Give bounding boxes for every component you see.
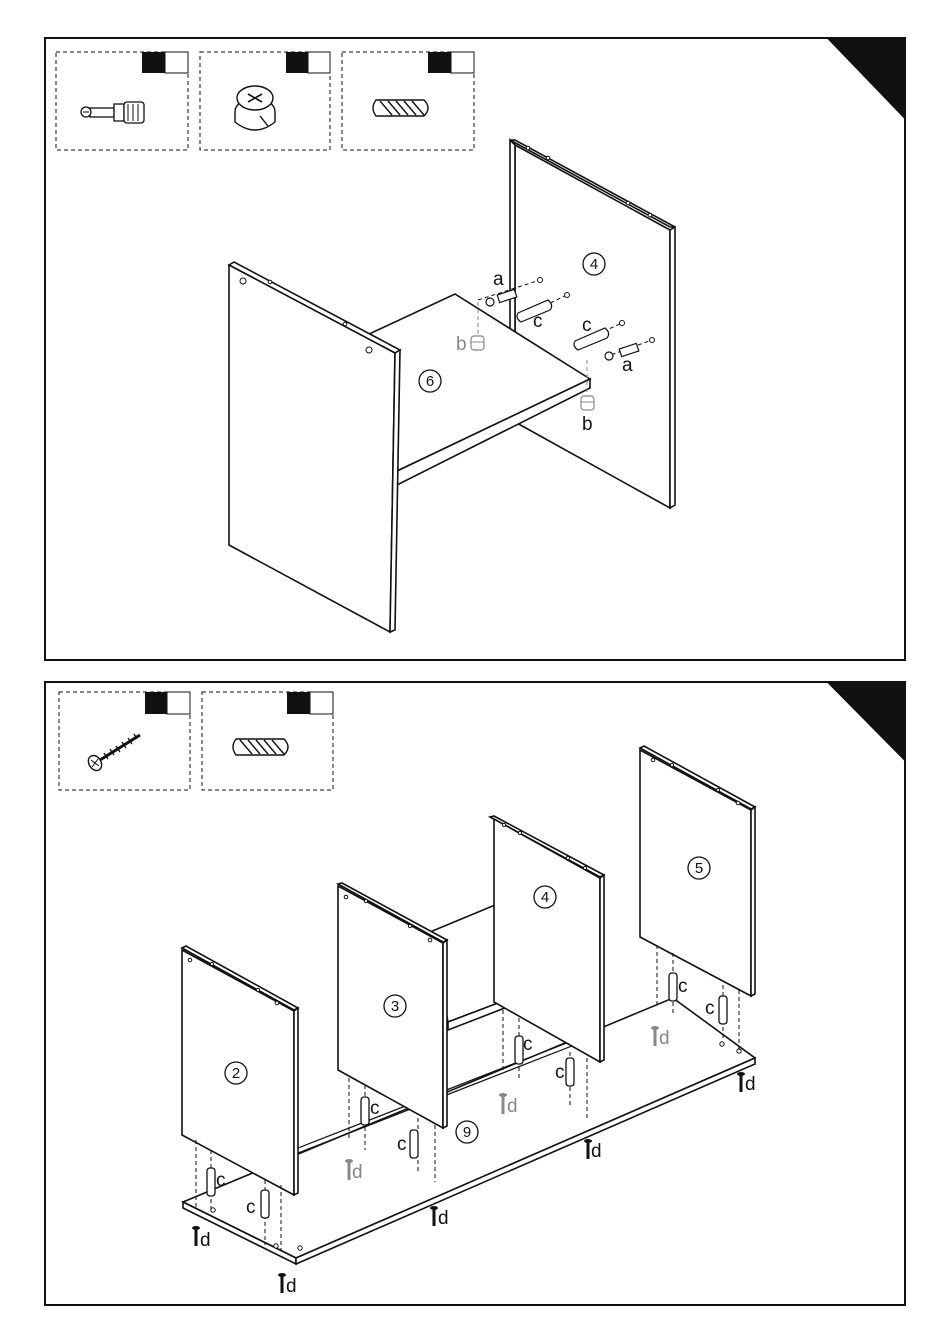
cam-bolt-icon [81,102,144,123]
wooden-dowel-icon [233,739,288,755]
svg-text:d: d [659,1028,670,1049]
step-1-drawing: 4 6 a [229,140,675,632]
svg-text:c: c [216,1170,226,1191]
panel-number-9: 9 [463,1124,471,1141]
cam-lock-icon [235,86,275,130]
svg-text:d: d [591,1141,602,1162]
step-2-drawing: 9 4 [182,746,756,1297]
panel-number-4: 4 [541,889,549,906]
panel-3: 3 [338,883,447,1128]
part-box-screw [59,692,190,790]
panel-5: 5 [640,746,755,996]
panel-number-6: 6 [426,373,434,390]
svg-text:c: c [705,998,715,1019]
svg-text:d: d [507,1096,518,1117]
panel-2: 2 [182,946,298,1195]
svg-text:d: d [438,1208,449,1229]
screw-d: d [345,1159,363,1183]
svg-text:c: c [678,976,688,997]
label-a: a [493,269,504,290]
svg-text:c: c [523,1034,533,1055]
part-box-dowel [342,52,474,150]
svg-text:c: c [555,1062,565,1083]
screw-d: d [192,1226,211,1251]
step-1-parts-list [56,52,474,150]
svg-text:d: d [352,1162,363,1183]
panel-number-4: 4 [590,256,598,273]
svg-text:c: c [370,1098,380,1119]
part-box-dowel [202,692,333,790]
screw-d: d [737,1072,756,1095]
panel-number-5: 5 [695,860,703,877]
label-b: b [456,334,467,355]
svg-text:c: c [397,1134,407,1155]
screw-d: d [278,1273,297,1297]
svg-text:c: c [246,1197,256,1218]
screw-d: d [430,1206,449,1229]
svg-text:d: d [286,1276,297,1297]
label-c: c [582,315,592,336]
svg-text:d: d [745,1074,756,1095]
screw-d: d [499,1093,518,1117]
panel-number-3: 3 [391,998,399,1015]
label-a: a [622,355,633,376]
screw-d: d [651,1026,670,1049]
svg-text:d: d [200,1230,211,1251]
panel-4: 4 [490,816,604,1062]
part-box-cam-bolt [56,52,188,150]
side-panel-front [229,262,400,632]
screw-icon [86,734,140,773]
step-2-parts-list [59,692,333,790]
wooden-dowel-icon [373,100,428,116]
screw-d: d [584,1139,602,1162]
panel-number-2: 2 [232,1065,240,1082]
label-b: b [582,414,593,435]
label-c: c [533,311,543,332]
part-box-cam-lock [200,52,330,150]
